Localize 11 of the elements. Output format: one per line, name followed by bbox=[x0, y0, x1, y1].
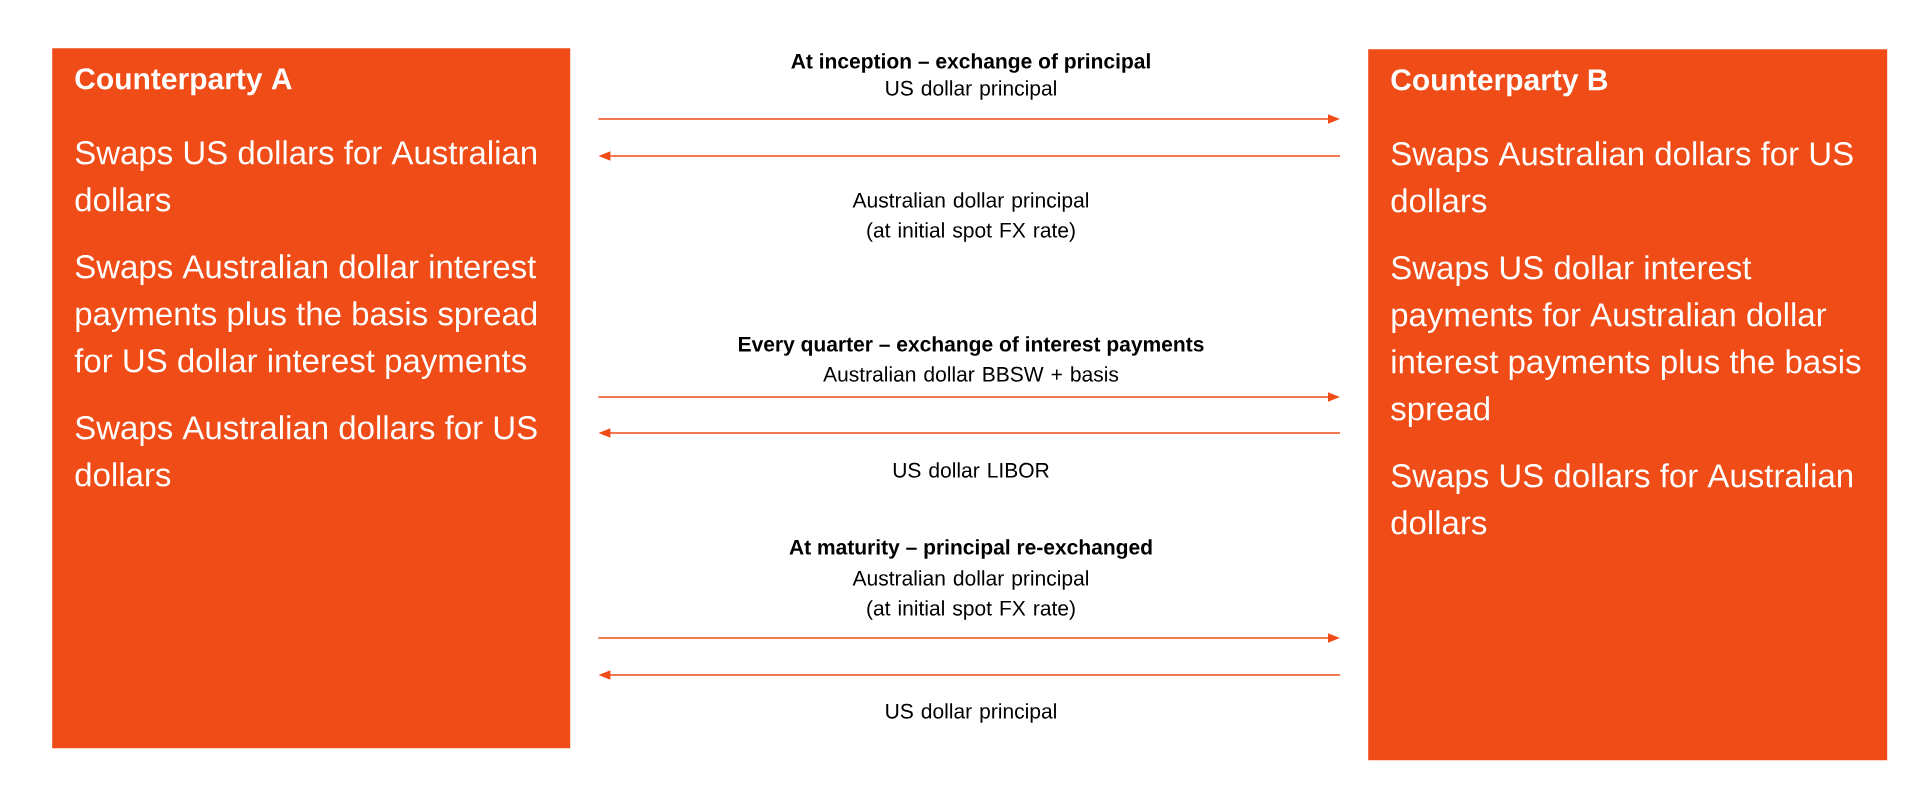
phase-heading: At inception – exchange of principal bbox=[791, 53, 1150, 73]
edge-label: US dollar principal bbox=[886, 703, 1056, 723]
edge-label: Australian dollar principal (at initial spot FX rate) bbox=[852, 570, 1088, 620]
edge-label: Australian dollar BBSW + basis bbox=[823, 366, 1119, 382]
phase-heading: Every quarter – exchange of interest payments bbox=[739, 336, 1204, 356]
counterparty-box: Counterparty B Swaps Australian dollars for US dollars Swaps US dollar interest payments for Australian dollar interest payments plus the basis spread Swaps US dollars for Australian dollars bbox=[1368, 49, 1888, 761]
edge-label: US dollar LIBOR bbox=[893, 462, 1049, 478]
edge-label: Australian dollar principal (at initial spot FX rate) bbox=[852, 192, 1088, 242]
edge-label: US dollar principal bbox=[886, 80, 1056, 100]
counterparty-box: Counterparty A Swaps US dollars for Australian dollars Swaps Australian dollar interest payments plus the basis spread for US dollar interest payments Swaps Australian dollars for US dollars bbox=[52, 48, 571, 749]
phase-heading: At maturity – principal re-exchanged bbox=[789, 539, 1152, 559]
